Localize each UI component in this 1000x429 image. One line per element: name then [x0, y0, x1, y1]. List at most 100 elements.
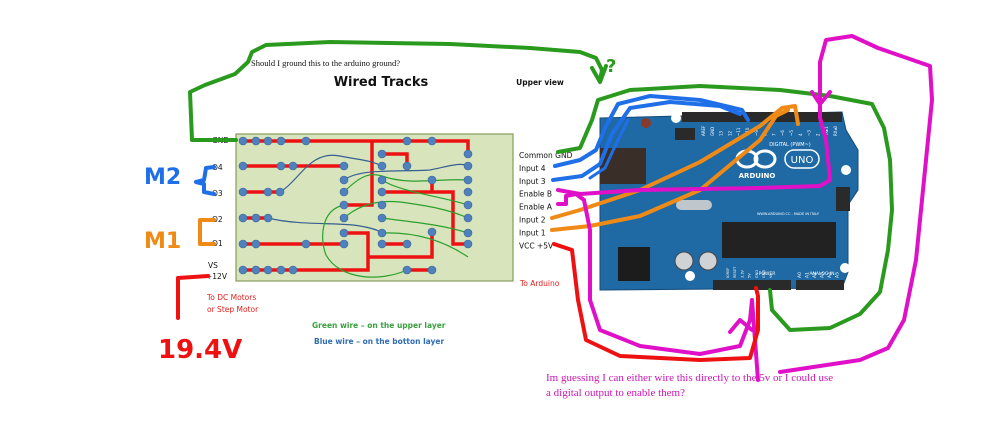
analog-pin-label: A2 — [812, 272, 818, 278]
power-pin-label: 3.3V — [740, 269, 744, 278]
solder-pad — [377, 175, 387, 185]
power-header — [713, 280, 791, 290]
left-pin-label: VS — [208, 261, 218, 270]
left-pin-label: O3 — [212, 189, 223, 198]
solder-pad — [263, 136, 273, 146]
crystal — [676, 200, 712, 210]
power-pin-label: 5V — [748, 273, 752, 278]
red-12v-supply-wire — [176, 274, 210, 320]
solder-pad — [463, 161, 473, 171]
voltage-label: 19.4V — [158, 335, 242, 365]
usb-connector — [600, 148, 646, 184]
icsp-header — [675, 128, 695, 140]
green-upper-layer-wire — [381, 232, 469, 258]
m2-label: M2 — [144, 165, 181, 190]
solder-pad — [238, 161, 248, 171]
atmega-chip — [722, 222, 836, 258]
m2-bracket — [194, 165, 216, 196]
solder-pad — [377, 161, 387, 171]
right-pin-label: Input 3 — [519, 177, 546, 186]
solder-pad — [377, 213, 387, 223]
copper-track — [382, 190, 468, 246]
orange-input2-wire — [550, 104, 800, 220]
blue-input4-wire — [553, 94, 750, 168]
solder-pad — [377, 200, 387, 210]
analog-pin-label: A0 — [797, 272, 803, 278]
solder-pad — [427, 227, 437, 237]
mounting-hole — [685, 271, 695, 281]
solder-pad — [238, 136, 248, 146]
icsp-header-2 — [836, 187, 850, 211]
digital-pin-label: ~11 — [736, 127, 741, 136]
solder-pad — [377, 228, 387, 238]
mounting-hole — [841, 165, 851, 175]
green-arrow-head — [590, 64, 608, 84]
power-pin-label: IOREF — [726, 268, 730, 278]
power-jack — [618, 247, 650, 281]
solder-pad — [339, 187, 349, 197]
solder-pad — [251, 213, 261, 223]
solder-pad — [377, 187, 387, 197]
legend-green-wire: Green wire – on the upper layer — [312, 321, 446, 330]
right-pin-label: Input 4 — [519, 164, 546, 173]
digital-pin-label: 12 — [727, 130, 732, 136]
copper-track — [368, 232, 434, 259]
copper-track — [243, 231, 370, 272]
left-pin-label: O1 — [212, 239, 223, 248]
solder-pad — [339, 200, 349, 210]
solder-pad — [275, 187, 285, 197]
motors-note-line2: or Step Motor — [207, 305, 259, 314]
left-pin-label: O2 — [212, 215, 223, 224]
digital-label: DIGITAL (PWM~) — [769, 142, 811, 148]
legend-blue-wire: Blue wire – on the botton layer — [314, 337, 444, 346]
digital-pin-label: AREF — [701, 125, 706, 136]
solder-pad — [263, 213, 273, 223]
solder-pad — [288, 161, 298, 171]
digital-pin-label: GND — [710, 127, 715, 136]
arduino-brand-label: ARDUINO — [739, 172, 776, 180]
green-upper-layer-wire — [343, 200, 469, 219]
solder-pad — [463, 187, 473, 197]
arduino-uno-board: UNO ARDUINO DIGITAL (PWM~) WWW.ARDUINO.C… — [599, 111, 859, 291]
power-pin-label: RESET — [733, 266, 737, 278]
right-pin-label: Input 1 — [519, 228, 546, 237]
solder-pad — [377, 149, 387, 159]
solder-pad — [276, 161, 286, 171]
arduino-model-label: UNO — [791, 155, 814, 166]
green-ground-wire-annotation — [188, 40, 604, 142]
solder-pad — [238, 265, 248, 275]
blue-bottom-layer-wire — [343, 163, 469, 181]
board-title: Wired Tracks — [334, 75, 429, 90]
solder-pad — [238, 213, 248, 223]
solder-pad — [301, 136, 311, 146]
solder-pad — [288, 265, 298, 275]
bottom-note-line1: Im guessing I can either wire this direc… — [546, 372, 833, 384]
power-pin-label: GND — [755, 270, 759, 278]
magenta-arrow-bottom — [728, 318, 754, 334]
digital-pin-label: 4 — [798, 133, 803, 136]
m1-bracket — [198, 218, 216, 246]
solder-pad — [463, 239, 473, 249]
solder-pad — [339, 213, 349, 223]
solder-pad — [463, 213, 473, 223]
right-pin-label: Enable A — [519, 203, 553, 212]
power-pin-label: Vin — [769, 272, 773, 278]
reset-button — [641, 118, 651, 128]
solder-pad — [301, 239, 311, 249]
solder-pad — [463, 200, 473, 210]
blue-input-wire-3 — [588, 118, 630, 180]
ground-question: Should I ground this to the arduino grou… — [251, 58, 400, 68]
green-upper-layer-wire — [322, 204, 408, 278]
blue-bottom-layer-wire — [279, 154, 383, 193]
question-mark: ? — [606, 56, 616, 77]
m1-label: M1 — [144, 229, 181, 254]
solder-pad — [377, 239, 387, 249]
digital-pin-label: ~9 — [754, 130, 759, 136]
blue-input3-wire — [551, 100, 742, 182]
wired-tracks-board — [235, 133, 514, 282]
solder-pad — [402, 161, 412, 171]
digital-header — [682, 112, 842, 122]
